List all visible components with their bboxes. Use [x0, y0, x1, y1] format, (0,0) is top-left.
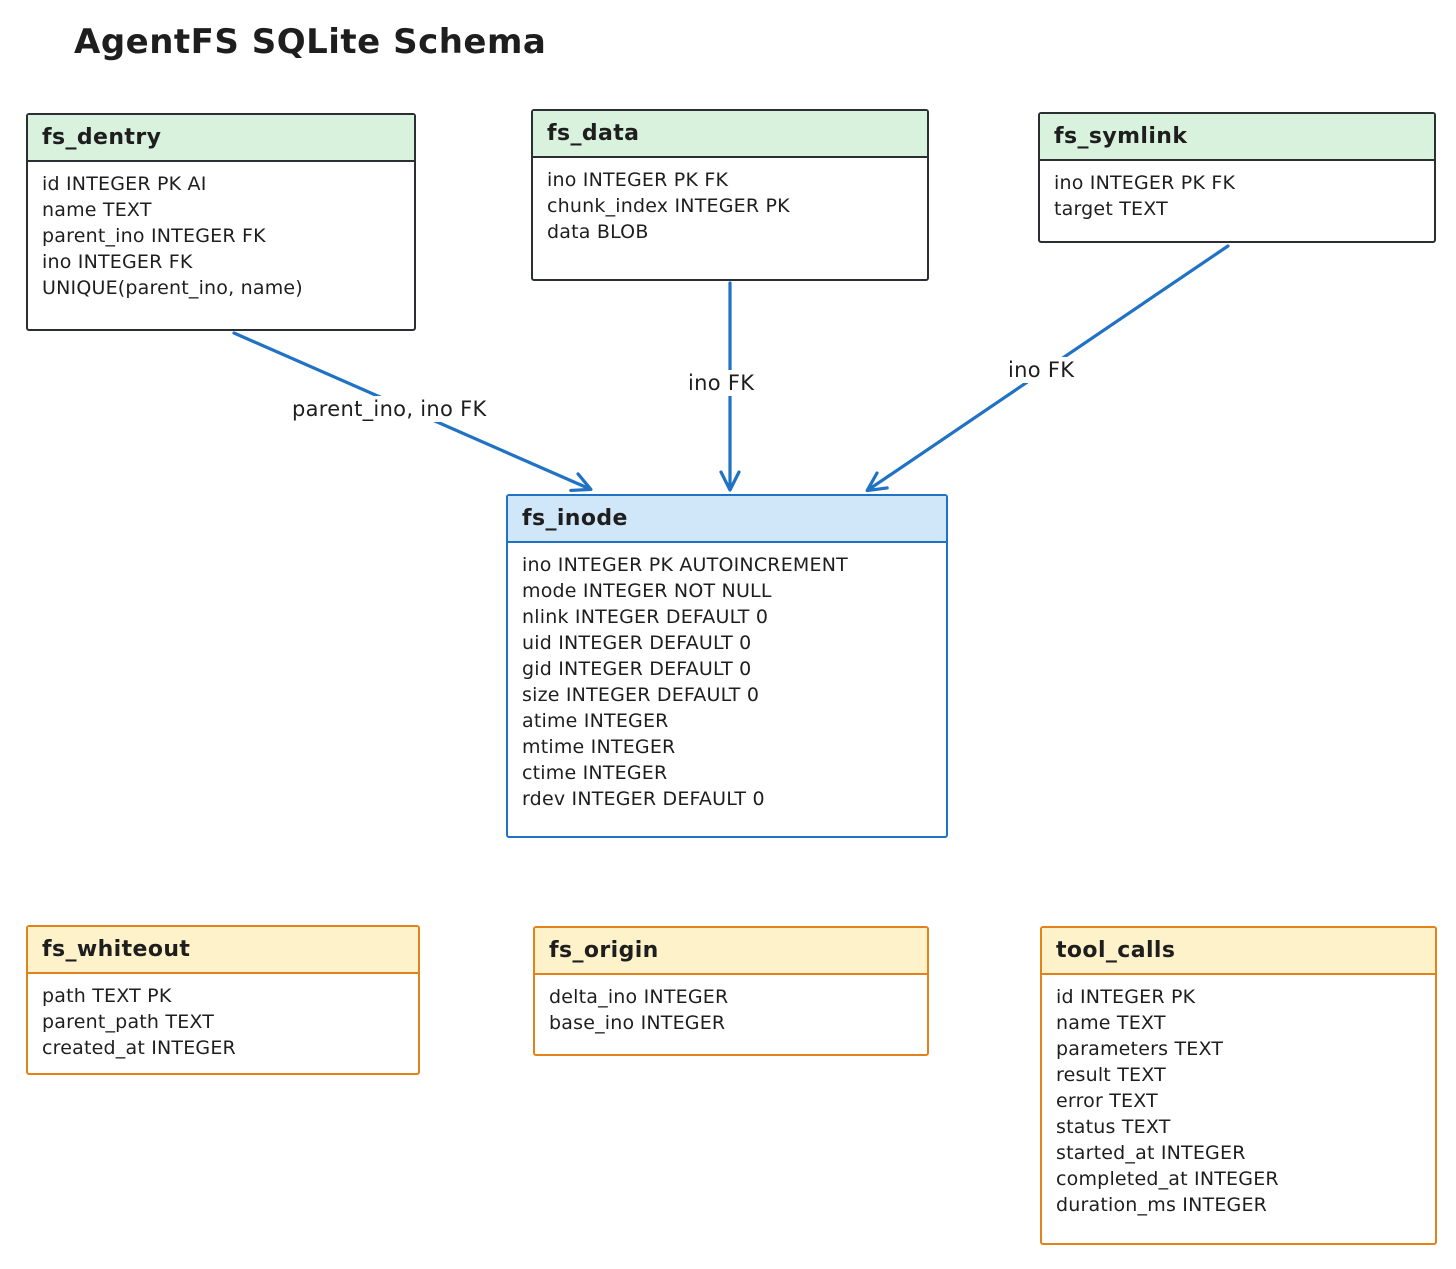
table-fs_whiteout-columns: path TEXT PK parent_path TEXT created_at I… [28, 974, 418, 1067]
column-row: uid INTEGER DEFAULT 0 [522, 632, 752, 654]
column-row: parent_path TEXT [42, 1011, 215, 1033]
column-row: name TEXT [1056, 1012, 1166, 1034]
column-row: ctime INTEGER [522, 762, 668, 784]
table-fs_symlink: fs_symlink ino INTEGER PK FK target TEXT [1038, 112, 1436, 243]
column-row: base_ino INTEGER [549, 1012, 726, 1034]
column-row: atime INTEGER [522, 710, 669, 732]
column-row: id INTEGER PK [1056, 986, 1196, 1008]
column-row: result TEXT [1056, 1064, 1166, 1086]
table-tool_calls-header: tool_calls [1042, 928, 1435, 975]
column-row: created_at INTEGER [42, 1037, 236, 1059]
column-row: mtime INTEGER [522, 736, 676, 758]
table-fs_origin-columns: delta_ino INTEGER base_ino INTEGER [535, 975, 927, 1042]
column-row: completed_at INTEGER [1056, 1168, 1279, 1190]
column-row: target TEXT [1054, 198, 1168, 220]
column-row: mode INTEGER NOT NULL [522, 580, 772, 602]
column-row: ino INTEGER PK AUTOINCREMENT [522, 554, 848, 576]
table-fs_inode: fs_inode ino INTEGER PK AUTOINCREMENT mod… [506, 494, 948, 838]
column-row: parameters TEXT [1056, 1038, 1224, 1060]
table-fs_dentry: fs_dentry id INTEGER PK AI name TEXT paren… [26, 113, 416, 331]
table-fs_origin-header: fs_origin [535, 928, 927, 975]
table-fs_data-header: fs_data [533, 111, 927, 158]
column-row: ino INTEGER FK [42, 251, 193, 273]
table-fs_dentry-header: fs_dentry [28, 115, 414, 162]
table-tool_calls-columns: id INTEGER PK name TEXT parameters TEXT res… [1042, 975, 1435, 1224]
relation-label-fs_symlink: ino FK [1002, 357, 1081, 383]
table-fs_whiteout-header: fs_whiteout [28, 927, 418, 974]
column-row: path TEXT PK [42, 985, 172, 1007]
column-row: started_at INTEGER [1056, 1142, 1246, 1164]
column-row: ino INTEGER PK FK [547, 169, 729, 191]
column-row: gid INTEGER DEFAULT 0 [522, 658, 752, 680]
column-row: rdev INTEGER DEFAULT 0 [522, 788, 765, 810]
column-row: parent_ino INTEGER FK [42, 225, 266, 247]
relation-label-fs_data: ino FK [682, 370, 761, 396]
table-tool_calls: tool_calls id INTEGER PK name TEXT paramet… [1040, 926, 1437, 1245]
table-fs_data-columns: ino INTEGER PK FK chunk_index INTEGER PK d… [533, 158, 927, 251]
column-row: chunk_index INTEGER PK [547, 195, 790, 217]
column-row: duration_ms INTEGER [1056, 1194, 1268, 1216]
column-row: data BLOB [547, 221, 649, 243]
column-row: id INTEGER PK AI [42, 173, 207, 195]
table-fs_whiteout: fs_whiteout path TEXT PK parent_path TEXT… [26, 925, 420, 1075]
column-row: nlink INTEGER DEFAULT 0 [522, 606, 769, 628]
table-fs_symlink-columns: ino INTEGER PK FK target TEXT [1040, 161, 1434, 228]
column-row: status TEXT [1056, 1116, 1171, 1138]
diagram-title: AgentFS SQLite Schema [74, 22, 547, 62]
column-row: size INTEGER DEFAULT 0 [522, 684, 760, 706]
table-fs_dentry-columns: id INTEGER PK AI name TEXT parent_ino INTE… [28, 162, 414, 307]
column-row: error TEXT [1056, 1090, 1158, 1112]
column-row: ino INTEGER PK FK [1054, 172, 1236, 194]
table-fs_inode-header: fs_inode [508, 496, 946, 543]
table-fs_origin: fs_origin delta_ino INTEGER base_ino INTE… [533, 926, 929, 1056]
table-fs_data: fs_data ino INTEGER PK FK chunk_index INT… [531, 109, 929, 281]
table-fs_inode-columns: ino INTEGER PK AUTOINCREMENT mode INTEGER… [508, 543, 946, 818]
column-row: name TEXT [42, 199, 152, 221]
column-row: delta_ino INTEGER [549, 986, 729, 1008]
table-fs_symlink-header: fs_symlink [1040, 114, 1434, 161]
relation-label-fs_dentry: parent_ino, ino FK [286, 396, 493, 422]
column-row: UNIQUE(parent_ino, name) [42, 277, 303, 299]
